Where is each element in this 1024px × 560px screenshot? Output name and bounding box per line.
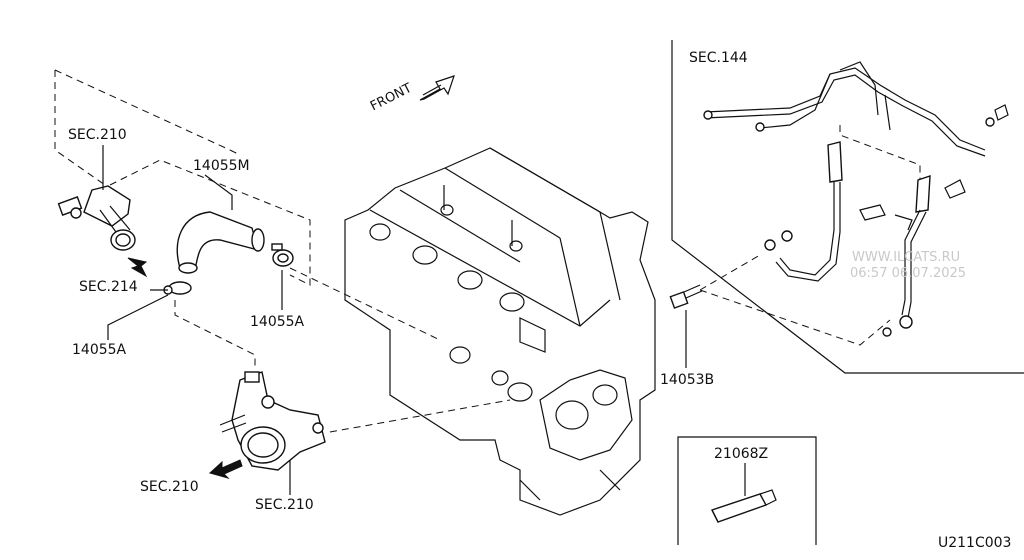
- sec214-label[interactable]: SEC.214: [79, 279, 138, 295]
- sec144-dashed-outline: [699, 125, 921, 346]
- part-14055A-right-label[interactable]: 14055A: [250, 314, 305, 330]
- part-14055A-left-label[interactable]: 14055A: [72, 342, 127, 358]
- part-21068Z-label[interactable]: 21068Z: [714, 446, 769, 462]
- leader-lines: [102, 145, 746, 496]
- heater-pipe-assembly[interactable]: [703, 61, 1009, 157]
- watermark-timestamp: 06:57 06.07.2025: [850, 266, 967, 281]
- arrow-sec210-icon: [208, 459, 243, 479]
- hose-clamp-right[interactable]: [271, 243, 294, 267]
- hose-clamp-left[interactable]: [163, 281, 192, 295]
- bolt-14053B[interactable]: [669, 284, 703, 309]
- watermark-site: WWW.ILCATS.RU: [852, 250, 961, 265]
- engine-block: [344, 147, 656, 516]
- water-outlet-housing[interactable]: [219, 371, 326, 471]
- sec210-bottom-label[interactable]: SEC.210: [255, 497, 314, 513]
- sec210-top-label[interactable]: SEC.210: [68, 127, 127, 143]
- sec144-label[interactable]: SEC.144: [689, 50, 748, 66]
- water-hose-14055M[interactable]: [176, 211, 265, 274]
- part-14053B-label[interactable]: 14053B: [660, 372, 715, 388]
- sec144-inset-frame: [671, 40, 1024, 374]
- part-14055M-label[interactable]: 14055M: [193, 158, 250, 174]
- sealant-inset-frame: [677, 436, 817, 545]
- sec210-bottom-left-label[interactable]: SEC.210: [140, 479, 199, 495]
- arrow-sec214-icon: [127, 257, 148, 278]
- thermostat-housing-top[interactable]: [57, 185, 136, 251]
- diagram-code: U211C003: [938, 535, 1012, 551]
- front-arrow-icon: [419, 75, 455, 101]
- sealant-tube-21068Z[interactable]: [711, 489, 777, 523]
- bypass-hose-assembly[interactable]: [764, 141, 966, 337]
- upper-group-dashed-outline: [54, 69, 511, 433]
